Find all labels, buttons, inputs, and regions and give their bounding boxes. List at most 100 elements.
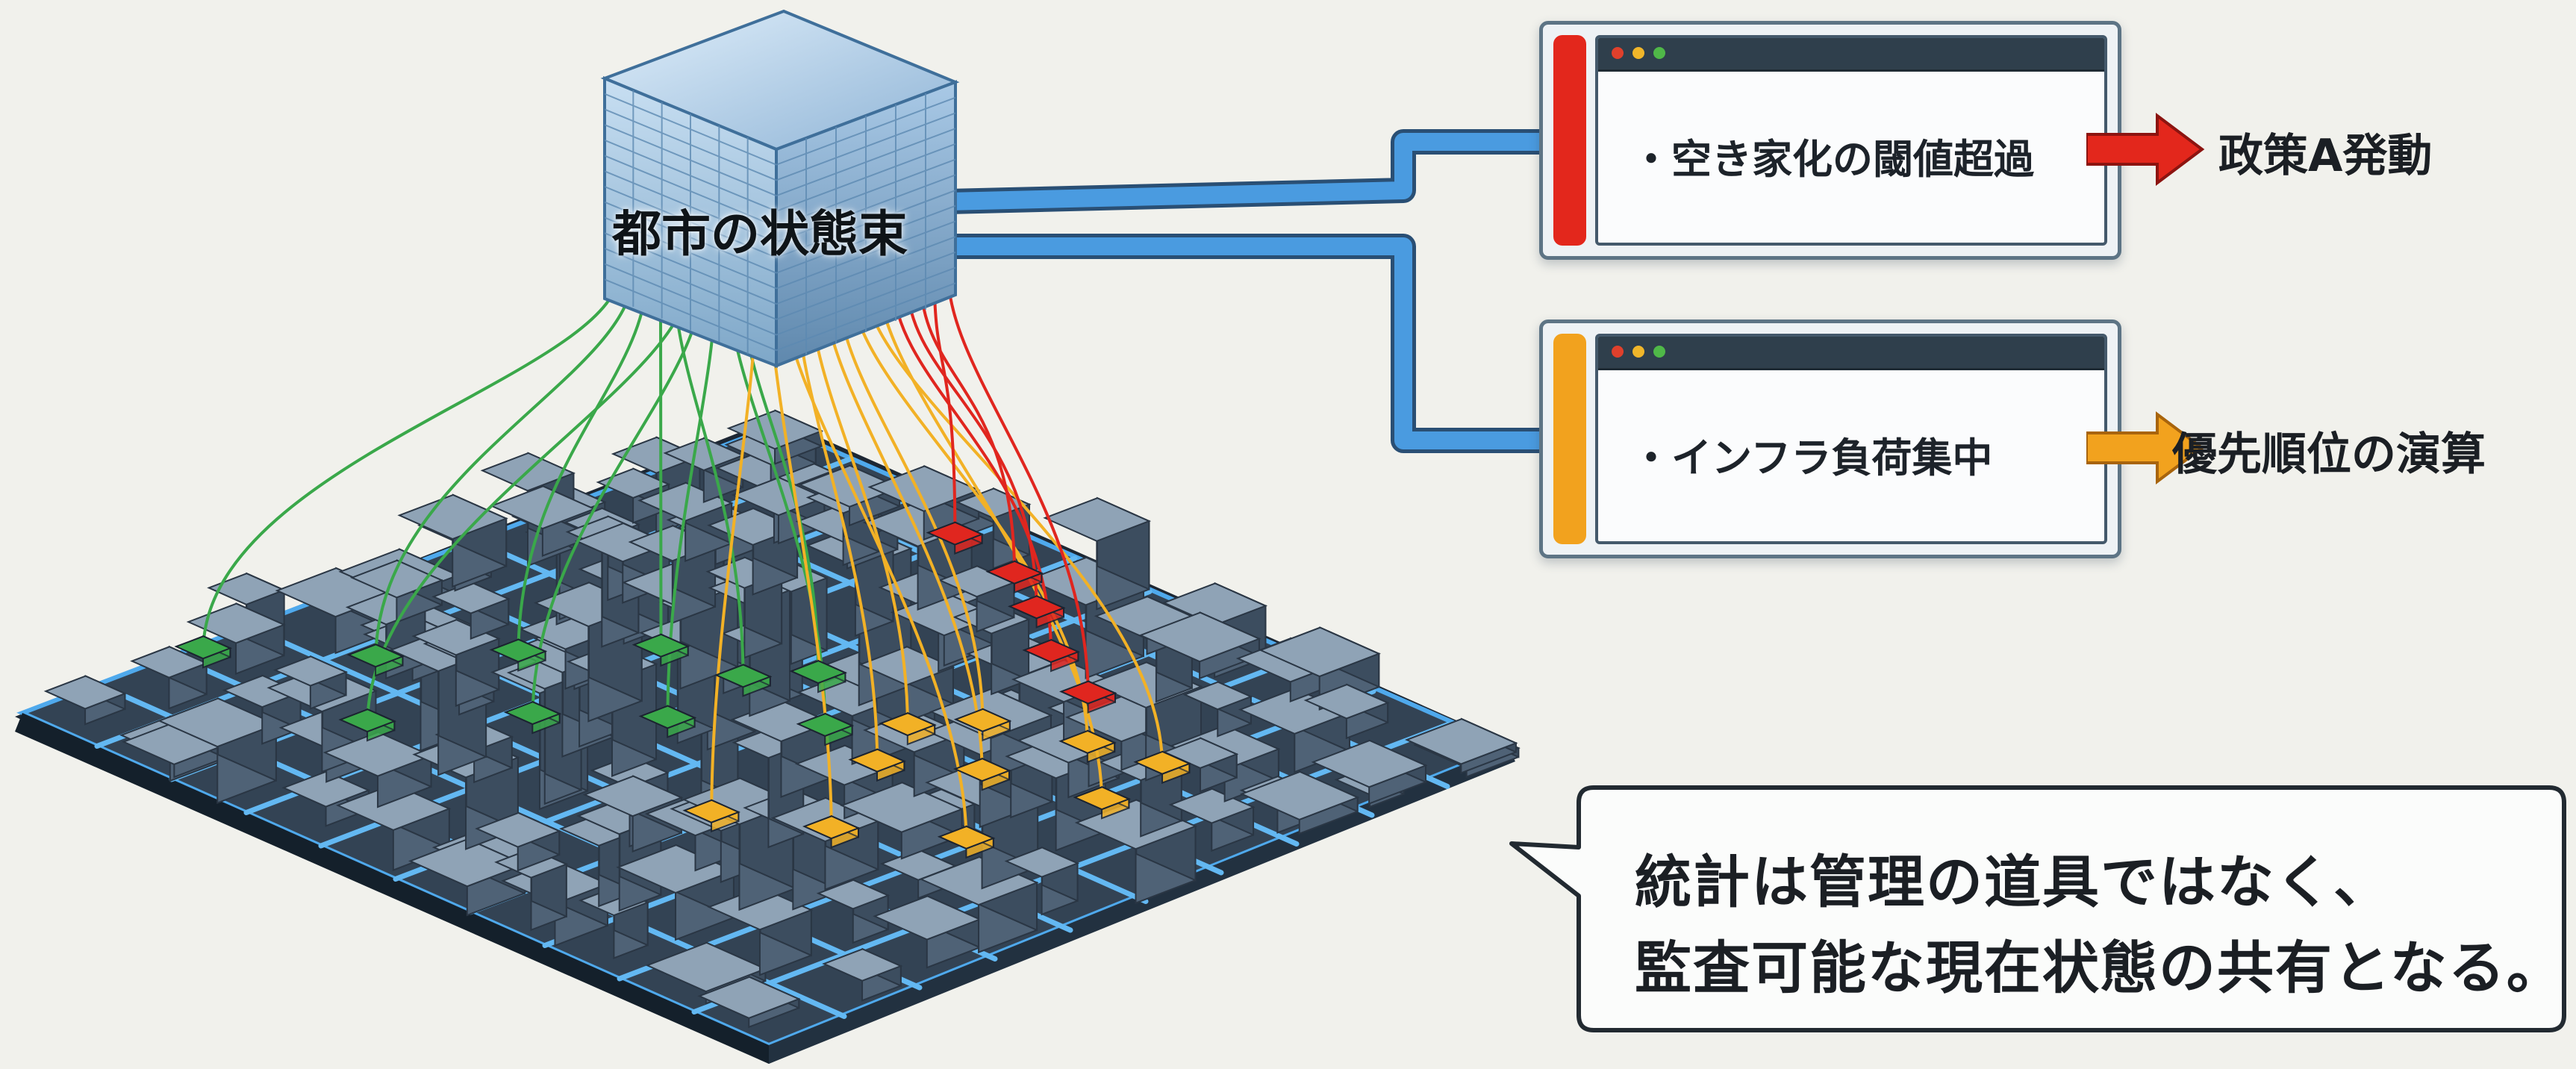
building <box>1239 770 1360 835</box>
data-wire <box>932 275 957 538</box>
hub-glass-line <box>604 170 777 243</box>
data-wire <box>919 277 1017 577</box>
hub-glass-line <box>776 190 956 258</box>
plot-marker-yellow <box>682 799 741 833</box>
hub-glass-line <box>776 158 956 228</box>
building <box>1405 717 1518 774</box>
hub-glass-line <box>604 186 777 258</box>
building <box>397 493 508 588</box>
plot-marker-green <box>796 712 855 747</box>
city-grid-platform <box>15 409 1521 1064</box>
building <box>731 476 826 545</box>
data-wire <box>905 279 1038 612</box>
plot-marker-red <box>1058 680 1117 714</box>
plot-marker-yellow <box>879 711 937 746</box>
note-line-2: 監査可能な現在状態の共有となる。 <box>1635 935 2565 1001</box>
plot-marker-yellow <box>802 814 861 849</box>
hub-glass-line <box>776 96 956 166</box>
result-policy-a: 政策A発動 <box>2218 130 2433 182</box>
building <box>272 655 349 710</box>
plot-marker-green <box>174 635 233 669</box>
arrow-right-yellow-icon <box>2086 411 2205 484</box>
alert-label-vacancy: ・空き家化の閾値超過 <box>1631 136 2034 183</box>
building <box>1168 788 1256 853</box>
data-wire <box>946 272 1090 697</box>
building <box>616 844 736 941</box>
hub-glass-line <box>776 236 956 305</box>
hub-glass-line <box>776 220 956 290</box>
plot-marker-yellow <box>937 825 996 859</box>
plot-marker-yellow <box>848 748 907 782</box>
plot-marker-green <box>489 638 548 672</box>
plot-marker-yellow <box>1058 729 1117 764</box>
hub-glass-line <box>776 267 956 336</box>
building <box>1004 846 1080 916</box>
plot-marker-yellow <box>952 757 1011 791</box>
building <box>873 894 982 969</box>
close-dot-icon <box>1612 47 1624 59</box>
data-wire <box>202 270 621 652</box>
building <box>1138 611 1262 680</box>
building <box>1162 737 1239 793</box>
building <box>475 811 561 872</box>
hub-glass-line <box>776 205 956 274</box>
building <box>122 721 228 779</box>
hub-glass-line <box>604 201 777 274</box>
data-wire <box>517 275 649 655</box>
data-wire <box>864 286 1164 767</box>
hub-glass-line <box>776 282 956 352</box>
hub-label: 都市の状態束 <box>612 205 908 263</box>
building <box>1238 687 1352 773</box>
status-stripe-red <box>1553 35 1586 246</box>
speech-bubble-icon <box>1509 785 2566 1032</box>
hub-glass-line <box>604 93 777 166</box>
building <box>1311 739 1428 805</box>
data-wire <box>850 288 1089 747</box>
data-wire <box>366 281 690 726</box>
building <box>411 618 501 708</box>
maximize-dot-icon <box>1653 346 1665 358</box>
plot-marker-yellow <box>1073 785 1132 820</box>
plot-marker-green <box>338 708 397 742</box>
building <box>186 602 287 675</box>
hub-glass-line <box>604 232 777 305</box>
building <box>130 645 209 710</box>
building <box>1303 683 1390 740</box>
plot-marker-red <box>1022 638 1081 673</box>
building <box>157 697 278 804</box>
building <box>431 581 511 640</box>
plot-marker-red <box>985 560 1044 594</box>
hub-glass-line <box>776 174 956 243</box>
alert-window-vacancy: ・空き家化の閾値超過 <box>1539 21 2121 260</box>
plot-marker-green <box>631 633 690 667</box>
hub-glass-line <box>776 251 956 320</box>
data-wire <box>878 284 1104 803</box>
plot-marker-yellow <box>1133 750 1192 785</box>
hub-glass-line <box>604 278 777 352</box>
window-titlebar <box>1598 337 2104 370</box>
arrow-right-red-icon <box>2086 113 2205 186</box>
hub-glass-line <box>604 139 777 212</box>
close-dot-icon <box>1612 346 1624 358</box>
window-titlebar <box>1598 38 2104 72</box>
plot-marker-green <box>714 663 773 697</box>
minimize-dot-icon <box>1632 346 1644 358</box>
hub-glass-line <box>604 263 777 336</box>
hub-glass-line <box>604 247 777 320</box>
hub-glass-line <box>604 108 777 181</box>
plot-marker-green <box>638 705 697 738</box>
plot-marker-green <box>789 659 848 694</box>
data-wire <box>374 272 635 661</box>
hub-glass-line <box>604 216 777 290</box>
connector-pipes <box>947 129 1549 453</box>
data-wire <box>891 281 1053 656</box>
building <box>494 847 569 932</box>
result-priority-calc: 優先順位の演算 <box>2172 428 2486 481</box>
building <box>43 675 128 726</box>
plot-marker-yellow <box>953 708 1012 742</box>
building <box>697 976 801 1029</box>
building <box>816 879 891 944</box>
plot-marker-red <box>1007 594 1066 629</box>
building <box>1259 626 1381 711</box>
